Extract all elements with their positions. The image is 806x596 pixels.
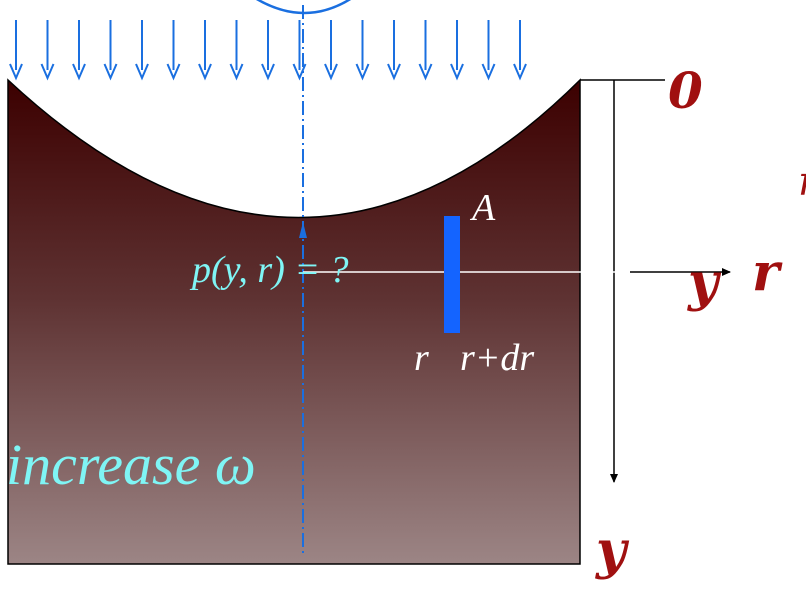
down-arrow-icon bbox=[72, 20, 86, 81]
fluid-element bbox=[444, 216, 460, 333]
origin-label: 0 bbox=[668, 61, 703, 120]
down-arrow-icon bbox=[9, 20, 23, 81]
down-arrow-icon bbox=[355, 20, 370, 81]
down-arrow-icon bbox=[481, 20, 496, 81]
down-arrow-icon bbox=[198, 20, 212, 81]
down-arrow-icon bbox=[261, 20, 275, 81]
down-arrow-icon bbox=[387, 20, 401, 81]
down-arrow-icon bbox=[292, 20, 307, 81]
down-arrow-icon bbox=[513, 20, 527, 81]
down-arrow-icon bbox=[166, 20, 181, 81]
increase-omega-label: increase ω bbox=[6, 432, 256, 497]
down-arrow-icon bbox=[135, 20, 149, 81]
fluid-body bbox=[7, 78, 581, 565]
r-axis-label: r bbox=[752, 242, 783, 303]
down-arrow-icon bbox=[450, 20, 464, 81]
partial-glyph: r bbox=[798, 159, 806, 205]
surface-point-arrow bbox=[299, 222, 307, 238]
down-arrow-icon bbox=[229, 20, 244, 81]
r-right-label: r+dr bbox=[460, 337, 534, 379]
y-axis-vertical-label: y bbox=[595, 520, 630, 581]
down-arrow-icon bbox=[40, 20, 55, 81]
y-axis-horizontal-label: y bbox=[687, 252, 722, 313]
pressure-label: p(y, r) = ? bbox=[189, 249, 349, 291]
area-label: A bbox=[469, 187, 496, 229]
r-left-label: r bbox=[414, 337, 429, 379]
down-arrow-group bbox=[9, 20, 527, 81]
down-arrow-icon bbox=[103, 20, 118, 81]
down-arrow-icon bbox=[324, 20, 338, 81]
rotation-arc bbox=[256, 0, 352, 15]
down-arrow-icon bbox=[418, 20, 433, 81]
